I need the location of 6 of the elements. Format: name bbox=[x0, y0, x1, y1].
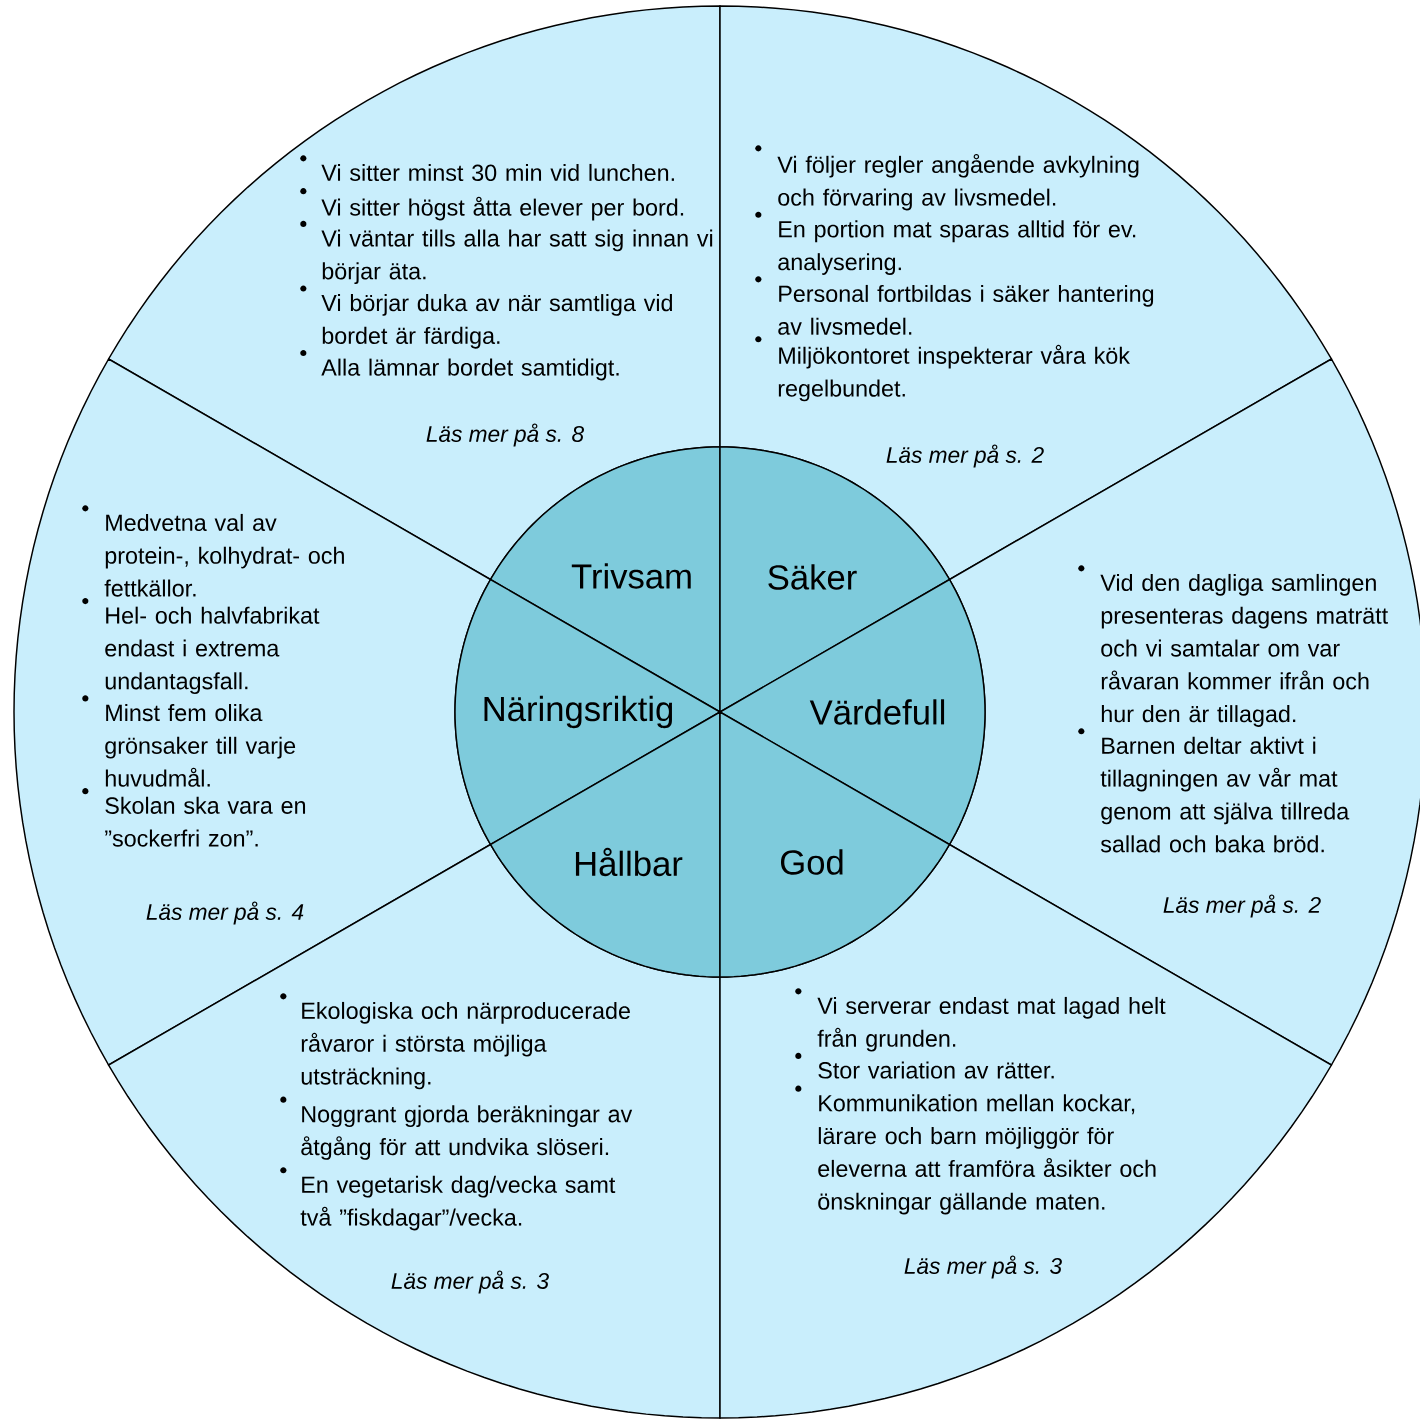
node-label: Läs mer på s. 3 bbox=[904, 1255, 1062, 1279]
node-label: Läs mer på s. 3 bbox=[391, 1270, 549, 1294]
node-label: En vegetarisk dag/vecka samt två ”fiskdagar”/vecka. bbox=[300, 1175, 616, 1231]
node-label: Läs mer på s. 2 bbox=[1163, 894, 1321, 918]
node-label: Noggrant gjorda beräkningar av åtgång för att undvika slöseri. bbox=[301, 1105, 633, 1160]
node-label: Kommunikation mellan kockar, lärare och barn möjliggör för eleverna att framföra åsikter och önskningar gällande maten. bbox=[818, 1094, 1156, 1215]
